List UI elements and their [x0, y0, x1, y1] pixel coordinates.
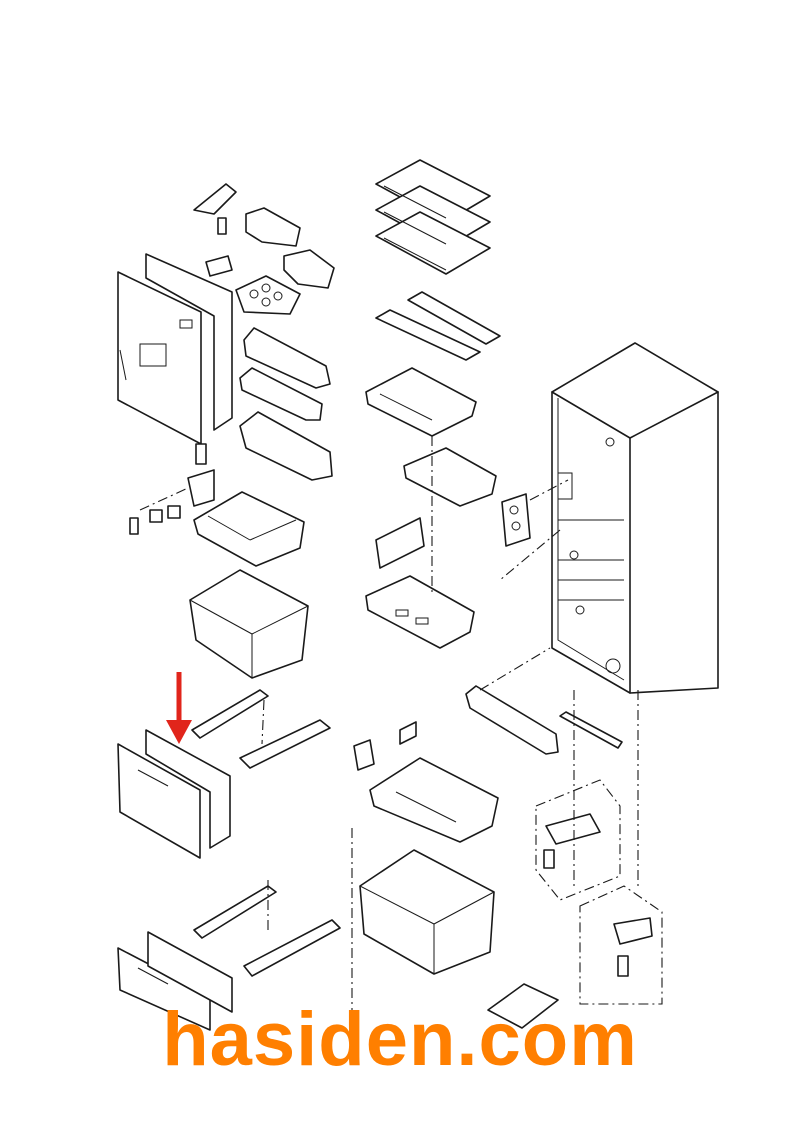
- bracket-part: [353, 721, 417, 771]
- freezer-door: [117, 253, 233, 445]
- freezer-basket: [189, 569, 309, 679]
- bottom-slide-rails: [193, 880, 341, 977]
- door-pockets: [235, 207, 335, 481]
- vegetable-drawer-tray: [369, 757, 499, 843]
- control-module: [375, 479, 569, 569]
- refrigerator-cabinet: [551, 342, 719, 694]
- chilled-tray: [403, 447, 497, 507]
- vegetable-cover: [365, 575, 475, 649]
- instruction-booklet: [487, 983, 559, 1029]
- leader-lines: [351, 436, 639, 1010]
- split-shelf-frames: [375, 291, 501, 361]
- chilled-compartment: [365, 367, 477, 437]
- bottom-hinge-inset: [579, 885, 663, 1005]
- front-trim-bars: [465, 685, 623, 755]
- door-hinge-parts: [129, 183, 237, 535]
- red-arrow-indicator: [166, 672, 192, 744]
- watermark-logo: hasiden.com: [162, 997, 638, 1082]
- bottom-drawer-front: [117, 931, 233, 1031]
- highlighted-drawer-front: [117, 729, 231, 859]
- glass-shelves: [375, 159, 491, 275]
- freezer-tray: [193, 491, 305, 567]
- vegetable-drawer-basket: [359, 849, 495, 975]
- middle-hinge-inset: [535, 779, 621, 901]
- drawer-slide-rails: [191, 689, 331, 769]
